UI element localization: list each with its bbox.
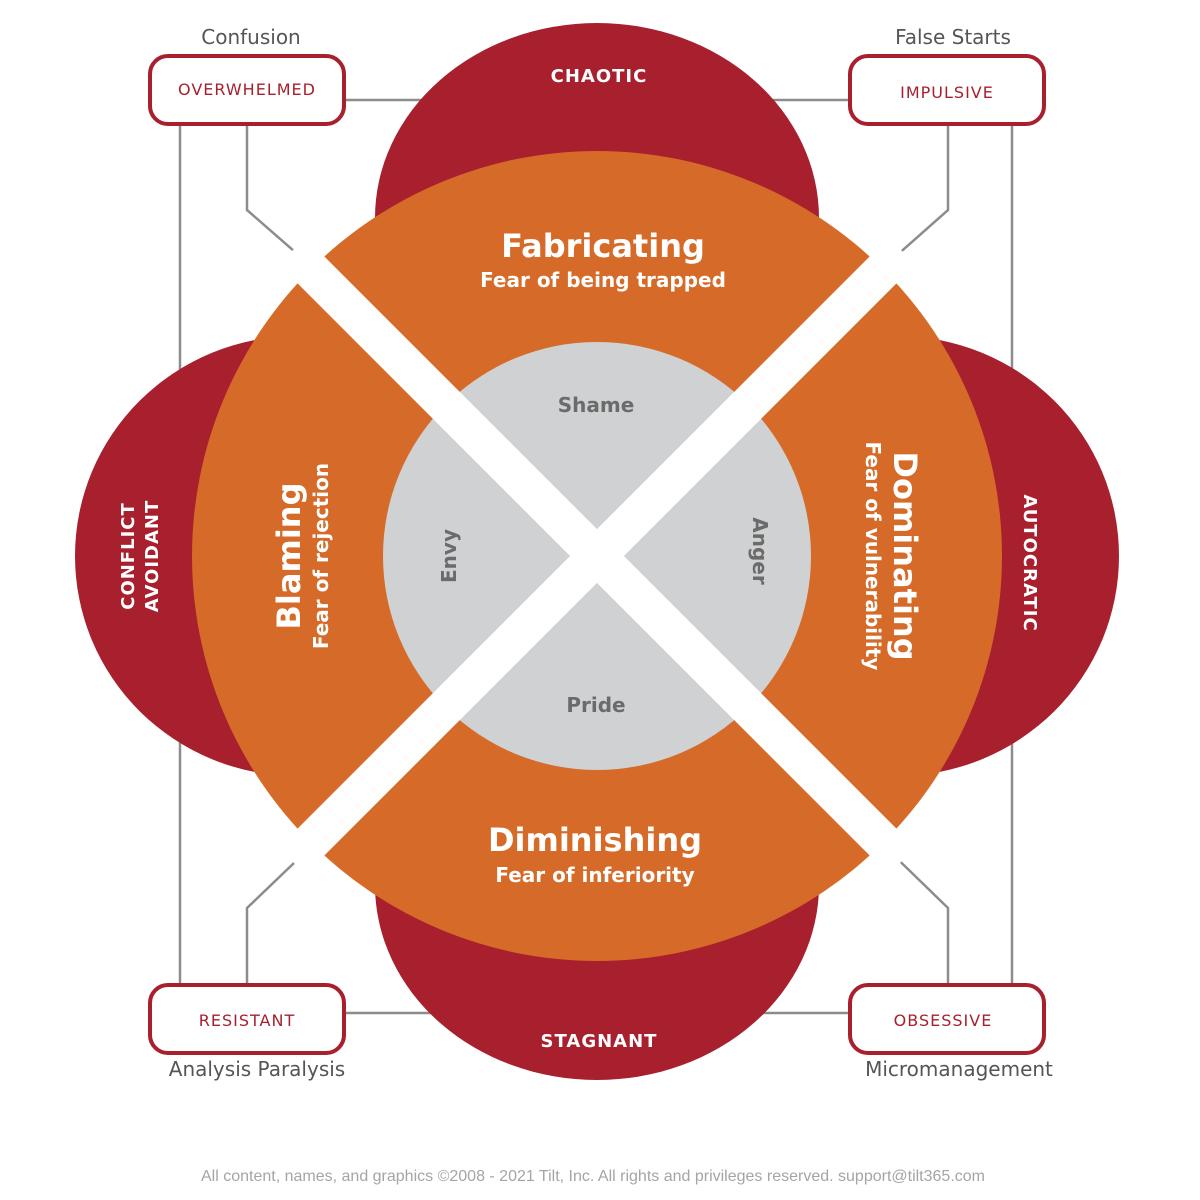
corner-box-label-bottom-right: OBSESSIVE xyxy=(894,1011,993,1030)
corner-box-bottom-left xyxy=(148,983,346,1055)
core-label-top: Shame xyxy=(558,393,635,417)
sector-left-subtitle: Fear of rejection xyxy=(309,463,333,649)
corner-boxes xyxy=(148,54,1046,1055)
caption-top-right: False Starts xyxy=(895,25,1011,49)
core-label-left: Envy xyxy=(437,529,461,583)
corner-box-label-top-right: IMPULSIVE xyxy=(900,83,994,102)
core-label-bottom: Pride xyxy=(566,693,625,717)
x-dividers xyxy=(278,237,916,875)
corner-box-label-top-left: OVERWHELMED xyxy=(178,80,316,99)
sector-top-subtitle: Fear of being trapped xyxy=(480,268,726,292)
corner-box-top-left xyxy=(148,54,346,126)
corner-captions: Confusion False Starts Analysis Paralysi… xyxy=(169,25,1053,1081)
corner-box-top-right xyxy=(848,54,1046,126)
footer-copyright: All content, names, and graphics ©2008 -… xyxy=(201,1168,985,1185)
lobe-label-left-line1: CONFLICT xyxy=(118,502,139,610)
corner-box-labels: OVERWHELMED IMPULSIVE RESISTANT OBSESSIV… xyxy=(178,80,994,1030)
sector-right-subtitle: Fear of vulnerability xyxy=(861,442,885,671)
sector-right-title: Dominating xyxy=(886,451,924,660)
lobe-label-bottom: STAGNANT xyxy=(541,1031,658,1052)
sector-left-title: Blaming xyxy=(270,483,308,630)
corner-box-bottom-right xyxy=(848,983,1046,1055)
sector-bottom-title: Diminishing xyxy=(488,821,702,859)
sector-labels: Fabricating Fear of being trapped Dimini… xyxy=(270,227,924,887)
caption-bottom-right: Micromanagement xyxy=(865,1057,1053,1081)
lobe-labels: CHAOTIC STAGNANT CONFLICT AVOIDANT AUTOC… xyxy=(118,66,1040,1052)
caption-top-left: Confusion xyxy=(201,25,300,49)
lobe-label-left-line2: AVOIDANT xyxy=(142,500,163,613)
connector-bottom-right xyxy=(877,839,950,985)
corner-box-label-bottom-left: RESISTANT xyxy=(199,1011,295,1030)
sector-top-title: Fabricating xyxy=(501,227,705,265)
lobe-label-right: AUTOCRATIC xyxy=(1019,494,1040,631)
caption-bottom-left: Analysis Paralysis xyxy=(169,1057,345,1081)
core-labels: Shame Pride Envy Anger xyxy=(437,393,772,717)
core-label-right: Anger xyxy=(748,517,772,585)
lobe-label-top: CHAOTIC xyxy=(551,66,648,87)
divider-diagonal-b xyxy=(278,237,916,875)
sector-bottom-subtitle: Fear of inferiority xyxy=(495,863,694,887)
